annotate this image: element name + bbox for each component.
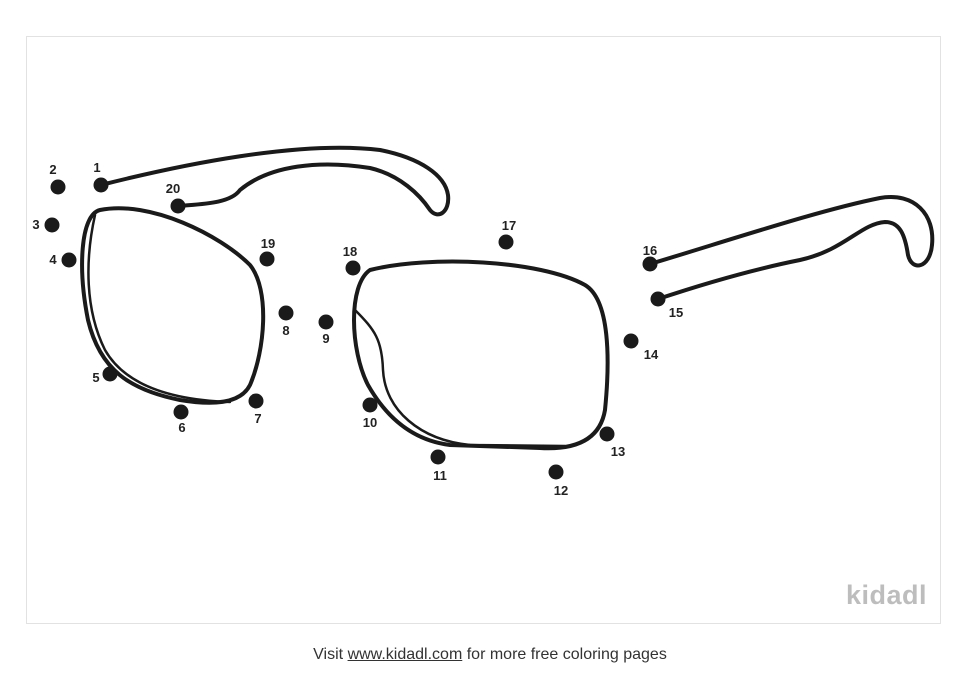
dot-11 — [430, 449, 446, 465]
dot-label-6: 6 — [178, 420, 185, 435]
dot-label-15: 15 — [669, 305, 683, 320]
dot-label-3: 3 — [32, 217, 39, 232]
dot-label-8: 8 — [282, 323, 289, 338]
dot-15 — [650, 291, 666, 307]
dot-label-10: 10 — [363, 415, 377, 430]
dot-14 — [623, 333, 639, 349]
dot-8 — [278, 305, 294, 321]
dot-label-9: 9 — [322, 331, 329, 346]
right-temple-outline — [648, 195, 935, 301]
dot-1 — [93, 177, 109, 193]
kidadl-link[interactable]: www.kidadl.com — [347, 646, 463, 663]
dot-3 — [44, 217, 60, 233]
dot-label-4: 4 — [49, 252, 57, 267]
left-lens-inner — [87, 213, 232, 404]
right-lens-inner — [353, 308, 567, 448]
dot-10 — [362, 397, 378, 413]
footer-suffix: for more free coloring pages — [466, 646, 667, 663]
dot-label-11: 11 — [433, 468, 447, 483]
right-lens-outline — [352, 259, 610, 451]
dot-17 — [498, 234, 514, 250]
dot-label-14: 14 — [644, 347, 659, 362]
dot-9 — [318, 314, 334, 330]
dot-12 — [548, 464, 564, 480]
dot-13 — [599, 426, 615, 442]
dot-2 — [50, 179, 66, 195]
dot-label-13: 13 — [611, 444, 625, 459]
kidadl-logo: kidadl — [846, 580, 928, 610]
dot-5 — [102, 366, 118, 382]
footer-text: Visit www.kidadl.com for more free color… — [0, 646, 980, 664]
left-lens-outline — [80, 206, 266, 405]
left-temple-outline — [99, 145, 451, 217]
dot-label-2: 2 — [49, 162, 56, 177]
dot-label-12: 12 — [554, 483, 568, 498]
dot-6 — [173, 404, 189, 420]
footer-prefix: Visit — [313, 646, 344, 663]
dot-label-20: 20 — [166, 181, 180, 196]
dot-20 — [170, 198, 186, 214]
dot-label-7: 7 — [254, 411, 261, 426]
dot-16 — [642, 256, 658, 272]
dot-label-16: 16 — [643, 243, 657, 258]
dot-18 — [345, 260, 361, 276]
dot-label-19: 19 — [261, 236, 275, 251]
dot-label-5: 5 — [92, 370, 99, 385]
dot-label-1: 1 — [93, 160, 100, 175]
dot-label-18: 18 — [343, 244, 357, 259]
dot-19 — [259, 251, 275, 267]
dot-4 — [61, 252, 77, 268]
dot-label-17: 17 — [502, 218, 516, 233]
dot-7 — [248, 393, 264, 409]
worksheet-frame — [26, 36, 941, 624]
